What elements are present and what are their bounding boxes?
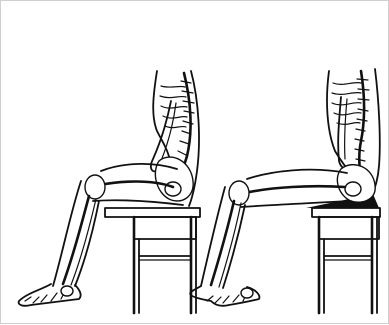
left-figure [19,71,199,306]
left-chair [105,208,200,313]
right-panel [190,69,380,313]
right-figure [190,69,380,306]
left-foot [19,284,81,306]
right-knee [229,181,249,205]
left-panel [19,71,200,313]
right-foot [190,286,259,306]
right-chair [312,208,380,313]
